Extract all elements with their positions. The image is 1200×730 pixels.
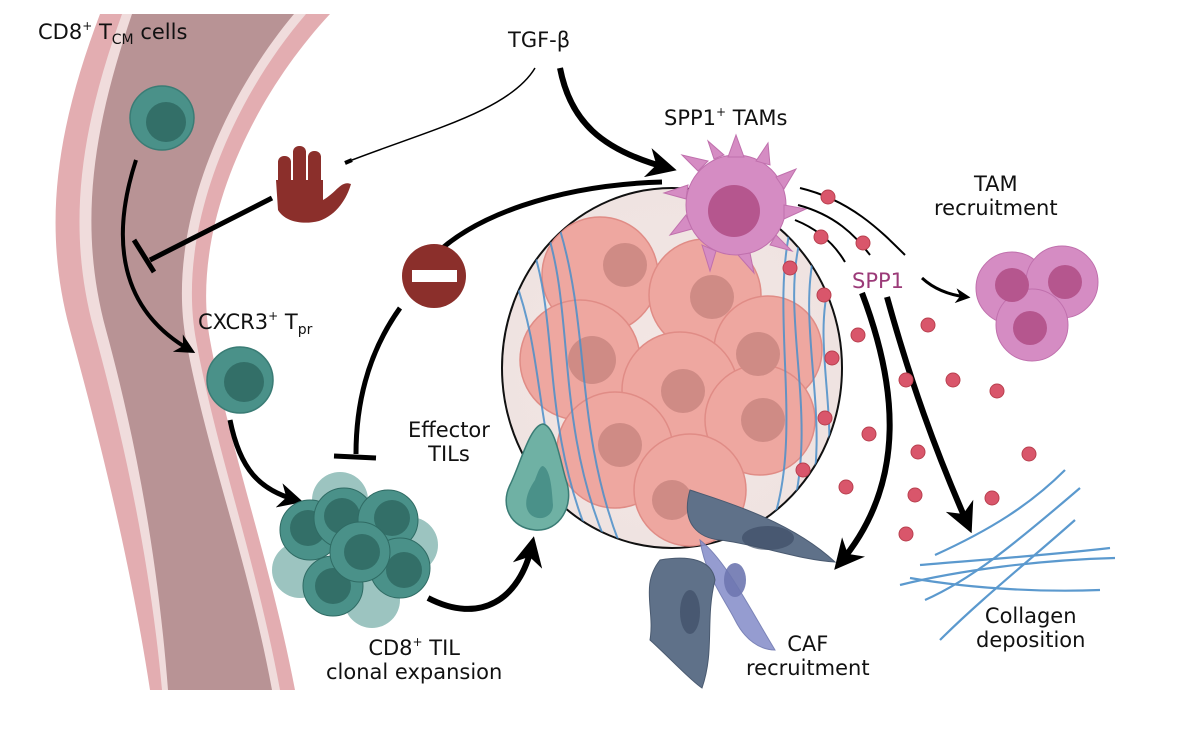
arrow-tpr-to-cluster [227,419,304,508]
inhibit-bar-hand [131,238,157,274]
arrow-tgf-to-tams [557,67,677,178]
label-tcm-cells: CD8+ TCM cells [38,19,188,48]
cxcr3-main: CXCR3 [198,310,269,334]
collagen-fibers [899,469,1116,641]
stop-hand-icon [276,146,351,223]
effector-line2: TILs [428,442,470,467]
collagen-line2: deposition [976,628,1086,653]
tam-recruitment-cells [975,245,1099,362]
label-tam-recruitment: TAM recruitment [934,172,1058,220]
til-cluster [272,472,438,628]
caf-line2: recruitment [746,656,870,681]
collagen-line1: Collagen [984,604,1077,628]
spp1-tams-main: SPP1 [664,106,717,130]
tam-recruitment-line2: recruitment [934,196,1058,221]
label-effector-tils: Effector TILs [408,418,490,466]
tcm-t-text: T [92,20,112,44]
cxcr3-sub: pr [297,322,313,338]
label-spp1-tams: SPP1+ TAMs [664,105,788,130]
cd8-til-rest: TIL [422,636,460,660]
arrow-cluster-to-effector [426,536,543,612]
label-collagen-deposition: Collagen deposition [976,604,1085,652]
tcm-main-text: CD8 [38,20,83,44]
effector-til-cell [505,423,570,531]
label-cd8-til-clonal-expansion: CD8+ TIL clonal expansion [326,635,503,685]
tcm-sup: + [82,19,93,33]
tgf-to-hand-line [351,67,536,161]
spp1-tams-sup: + [716,105,727,119]
tcm-rest-text: cells [133,20,188,44]
spp1-tams-rest: TAMs [726,106,788,130]
label-spp1: SPP1 [852,269,905,293]
spp1-tam-cell [662,133,808,275]
arrow-tcm-to-tpr [120,159,196,353]
label-tgf-beta: TGF-β [508,28,571,52]
no-entry-icon [402,244,466,308]
label-caf-recruitment: CAF recruitment [746,632,870,680]
cxcr3-t: T [278,310,298,334]
tcm-cell [129,85,195,151]
label-cxcr3-tpr: CXCR3+ Tpr [198,309,313,338]
cd8-til-main: CD8 [368,636,413,660]
caf-line1: CAF [787,632,829,656]
cxcr3-sup: + [268,309,279,323]
spp1-signal-lines [794,187,906,263]
cd8-til-sup: + [412,635,423,649]
spp1-protein-dots [782,189,1037,542]
cd8-til-line2: clonal expansion [326,660,503,685]
tcm-sub: CM [111,32,134,48]
tam-recruitment-line1: TAM [973,172,1018,196]
tpr-cell [206,346,274,414]
effector-line1: Effector [408,418,490,442]
arrow-spp1-to-collagen [884,296,974,534]
inhibit-bar-tam [333,453,377,461]
inhibit-line-tam [353,179,663,455]
inhibit-line-hand [148,195,274,263]
arrow-spp1-to-caf [834,291,893,570]
caf-cells [648,489,837,689]
tumor-mass [501,187,843,549]
arrow-spp1-to-tam [920,276,971,304]
